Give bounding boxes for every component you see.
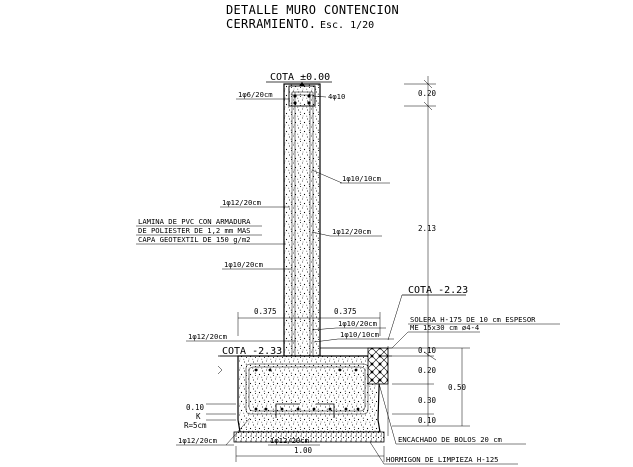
svg-text:DE POLIESTER DE 1,2 mm MAS: DE POLIESTER DE 1,2 mm MAS — [138, 226, 251, 235]
label-bar-12-20-right: 1φ12/20cm — [311, 227, 382, 237]
label-bar-12-20-bottom: 1φ12/20cm — [268, 436, 320, 446]
svg-text:1.00: 1.00 — [294, 446, 313, 455]
label-bar-10-20-left: 1φ10/20cm — [222, 260, 292, 270]
svg-text:1φ12/20cm: 1φ12/20cm — [188, 332, 227, 341]
svg-text:COTA ±0.00: COTA ±0.00 — [270, 72, 330, 83]
svg-text:HORMIGON DE LIMPIEZA H-125: HORMIGON DE LIMPIEZA H-125 — [386, 455, 499, 464]
cota-top: COTA ±0.00 — [266, 72, 332, 86]
svg-text:1φ12/20cm: 1φ12/20cm — [178, 436, 217, 445]
cota-left: COTA -2.33 — [218, 346, 284, 357]
svg-text:LAMINA DE PVC CON ARMADURA: LAMINA DE PVC CON ARMADURA — [138, 217, 251, 226]
dimension-base-width: 1.00 — [235, 446, 385, 462]
title-line-1: DETALLE MURO CONTENCION — [226, 3, 399, 17]
svg-text:0.30: 0.30 — [418, 396, 437, 405]
wall-footing — [237, 355, 381, 433]
label-hormigon: HORMIGON DE LIMPIEZA H-125 — [369, 441, 518, 465]
svg-text:1φ12/20cm: 1φ12/20cm — [270, 436, 309, 445]
svg-text:0.10: 0.10 — [186, 403, 205, 412]
svg-text:1φ10/20cm: 1φ10/20cm — [338, 319, 377, 328]
svg-text:0.375: 0.375 — [334, 307, 357, 316]
svg-text:1φ12/20cm: 1φ12/20cm — [222, 198, 261, 207]
dimension-offsets: 0.375 0.375 — [237, 307, 381, 336]
label-bar-12-20-left: 1φ12/20cm — [220, 198, 290, 208]
cota-right: COTA -2.23 — [387, 285, 468, 341]
svg-text:0.10: 0.10 — [418, 346, 437, 355]
left-ground-line — [217, 355, 240, 375]
svg-text:0.50: 0.50 — [448, 383, 467, 392]
label-stirrup-top: 1φ6/20cm — [236, 90, 290, 100]
label-bar-10-10-right: 1φ10/10cm — [313, 330, 394, 343]
svg-text:0.375: 0.375 — [254, 307, 277, 316]
label-bar-12-20-bottom-left: 1φ12/20cm — [176, 417, 251, 446]
label-solera: SOLERA H-175 DE 10 cm ESPESOR ME 15x30 c… — [391, 315, 560, 349]
svg-text:K: K — [196, 412, 201, 421]
svg-text:COTA -2.23: COTA -2.23 — [408, 285, 468, 296]
svg-text:1φ6/20cm: 1φ6/20cm — [238, 90, 273, 99]
svg-text:0.10: 0.10 — [418, 416, 437, 425]
svg-text:CAPA GEOTEXTIL DE 150 g/m2: CAPA GEOTEXTIL DE 150 g/m2 — [138, 235, 251, 244]
svg-text:1φ10/20cm: 1φ10/20cm — [224, 260, 263, 269]
svg-text:0.20: 0.20 — [418, 89, 437, 98]
svg-text:SOLERA H-175 DE 10 cm ESPESOR: SOLERA H-175 DE 10 cm ESPESOR — [410, 315, 536, 324]
svg-text:1φ10/10cm: 1φ10/10cm — [340, 330, 379, 339]
dimension-wall-height: 0.20 2.13 — [404, 76, 437, 361]
label-bar-top: 4φ10 — [311, 92, 345, 101]
svg-text:0.20: 0.20 — [418, 366, 437, 375]
label-encachado: ENCACHADO DE BOLOS 20 cm — [377, 379, 526, 445]
svg-text:1φ12/20cm: 1φ12/20cm — [332, 227, 371, 236]
svg-text:R=5cm: R=5cm — [184, 421, 207, 430]
label-bar-10-20-right: 1φ10/20cm — [311, 319, 386, 331]
svg-text:ME 15x30 cm ø4-4: ME 15x30 cm ø4-4 — [410, 323, 479, 332]
label-bar-12-20-footing-left: 1φ12/20cm — [186, 332, 296, 342]
svg-text:2.13: 2.13 — [418, 224, 436, 233]
svg-text:COTA -2.33: COTA -2.33 — [222, 346, 282, 357]
dimension-footing-right: 0.10 0.20 0.30 0.10 0.50 — [392, 346, 470, 427]
svg-text:1φ10/10cm: 1φ10/10cm — [342, 174, 381, 183]
lean-concrete-layer — [233, 431, 385, 443]
gravel-fill — [367, 347, 389, 385]
label-pvc-membrane: LAMINA DE PVC CON ARMADURA DE POLIESTER … — [136, 217, 286, 245]
svg-text:ENCACHADO DE BOLOS 20 cm: ENCACHADO DE BOLOS 20 cm — [398, 435, 502, 444]
title-scale: Esc. 1/20 — [320, 20, 374, 31]
slab-ground-line — [320, 346, 392, 436]
label-bar-10-10-upper: 1φ10/10cm — [311, 169, 390, 184]
svg-text:4φ10: 4φ10 — [328, 92, 345, 101]
dimension-left-small: 0.10 K R=5cm — [184, 403, 236, 430]
title-line-2: CERRAMIENTO. — [226, 17, 316, 31]
